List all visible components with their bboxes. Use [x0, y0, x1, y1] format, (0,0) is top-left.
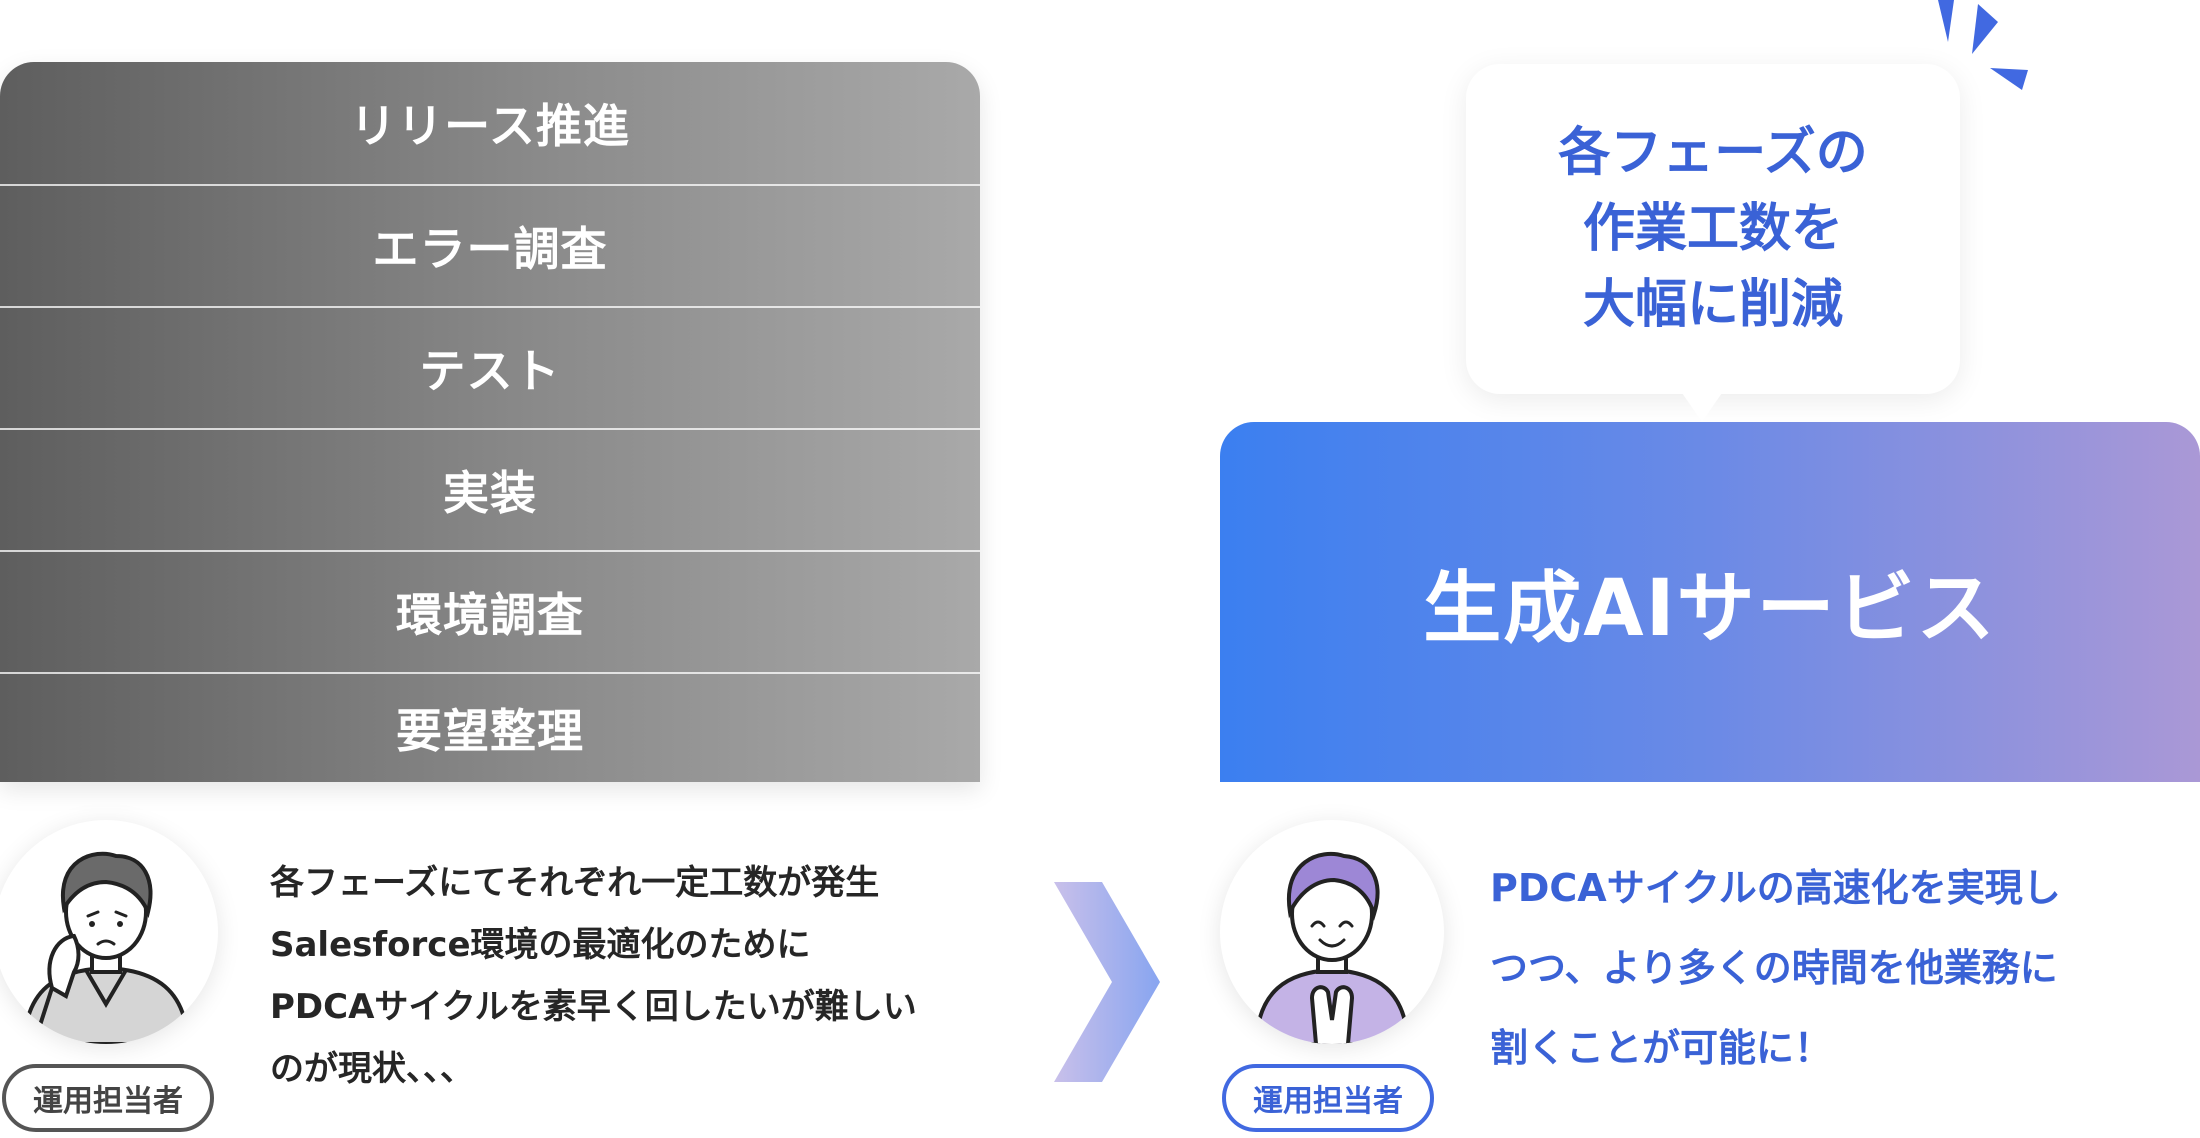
phase-stack: リリース推進 エラー調査 テスト 実装 環境調査 要望整理: [0, 62, 980, 782]
ai-service-title: 生成AIサービス: [1423, 564, 1997, 654]
phase-implementation: 実装: [0, 430, 980, 552]
bubble-line: 大幅に削減: [1582, 275, 1843, 335]
happy-user-avatar: [1220, 820, 1444, 1044]
right-description-line: 割くことが可能に！: [1490, 1026, 1833, 1070]
chevron-right-icon: [1054, 882, 1160, 1082]
right-role-badge: 運用担当者: [1222, 1064, 1434, 1132]
worried-user-avatar: [0, 820, 218, 1044]
left-description-line: PDCAサイクルを素早く回したいが難しい: [270, 987, 917, 1027]
ai-service-box: 生成AIサービス: [1220, 422, 2200, 782]
right-description-line: PDCAサイクルの高速化を実現し: [1490, 866, 2061, 910]
worried-person-icon: [21, 851, 191, 1044]
left-role-badge: 運用担当者: [2, 1064, 214, 1132]
phase-environment-investigation: 環境調査: [0, 552, 980, 674]
speech-bubble: 各フェーズの 作業工数を 大幅に削減: [1466, 64, 1960, 394]
right-description: PDCAサイクルの高速化を実現し つつ、より多くの時間を他業務に 割くことが可能…: [1490, 848, 2061, 1088]
left-description-line: のが現状、、、: [270, 1049, 474, 1089]
bubble-line: 作業工数を: [1582, 199, 1843, 259]
left-description-line: Salesforce環境の最適化のために: [270, 925, 811, 965]
happy-person-icon: [1253, 851, 1411, 1044]
right-description-line: つつ、より多くの時間を他業務に: [1490, 946, 2058, 990]
bubble-line: 各フェーズの: [1558, 123, 1868, 183]
left-description: 各フェーズにてそれぞれ一定工数が発生 Salesforce環境の最適化のために …: [270, 852, 917, 1100]
phase-test: テスト: [0, 308, 980, 430]
phase-error-investigation: エラー調査: [0, 186, 980, 308]
phase-release: リリース推進: [0, 62, 980, 186]
phase-requirements: 要望整理: [396, 704, 584, 758]
sparkle-icon: [1938, 0, 2028, 90]
speech-bubble-tail: [1680, 390, 1724, 422]
left-description-line: 各フェーズにてそれぞれ一定工数が発生: [270, 863, 880, 903]
